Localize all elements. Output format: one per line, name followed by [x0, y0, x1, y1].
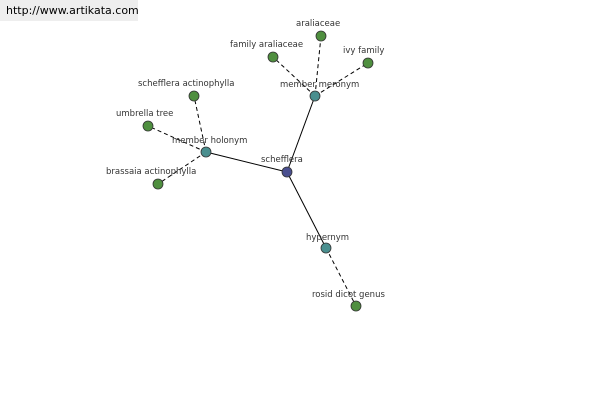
node-umbrella-tree[interactable] — [142, 120, 154, 132]
node-member-meronym[interactable] — [309, 90, 321, 102]
edge-schefflera-to-member-holonym — [205, 151, 288, 173]
node-label-araliaceae: araliaceae — [296, 19, 340, 29]
node-label-member-holonym: member holonym — [172, 136, 247, 146]
edge-member-holonym-to-schefflera-actinophylla — [193, 95, 207, 153]
node-label-rosid-dicot-genus: rosid dicot genus — [312, 290, 385, 300]
node-label-member-meronym: member meronym — [280, 80, 359, 90]
edge-member-meronym-to-ivy-family — [314, 62, 369, 97]
node-rosid-dicot-genus[interactable] — [350, 300, 362, 312]
labels-layer: schefflera member meronym member holonym hy… — [106, 19, 385, 300]
edge-member-holonym-to-brassaia-actinophylla — [157, 151, 207, 185]
edges-layer — [147, 35, 369, 307]
node-member-holonym[interactable] — [200, 146, 212, 158]
node-label-ivy-family: ivy family — [343, 46, 384, 56]
node-araliaceae[interactable] — [315, 30, 327, 42]
node-brassaia-actinophylla[interactable] — [152, 178, 164, 190]
edge-member-meronym-to-araliaceae — [314, 35, 322, 97]
node-family-araliaceae[interactable] — [267, 51, 279, 63]
node-label-schefflera-actinophylla: schefflera actinophylla — [138, 79, 234, 89]
node-ivy-family[interactable] — [362, 57, 374, 69]
node-schefflera-actinophylla[interactable] — [188, 90, 200, 102]
node-label-umbrella-tree: umbrella tree — [116, 109, 173, 119]
edge-member-meronym-to-family-araliaceae — [272, 56, 316, 97]
node-label-hypernym: hypernym — [306, 233, 349, 243]
node-label-brassaia-actinophylla: brassaia actinophylla — [106, 167, 196, 177]
edge-schefflera-to-member-meronym — [286, 95, 316, 173]
node-schefflera[interactable] — [281, 166, 293, 178]
edge-hypernym-to-rosid-dicot-genus — [325, 247, 357, 307]
edge-member-holonym-to-umbrella-tree — [147, 125, 207, 153]
nodes-layer — [142, 30, 374, 312]
node-hypernym[interactable] — [320, 242, 332, 254]
source-url-link[interactable]: http://www.artikata.com — [0, 0, 139, 21]
edge-schefflera-to-hypernym — [286, 171, 327, 249]
node-label-schefflera: schefflera — [261, 155, 303, 165]
node-label-family-araliaceae: family araliaceae — [230, 40, 303, 50]
